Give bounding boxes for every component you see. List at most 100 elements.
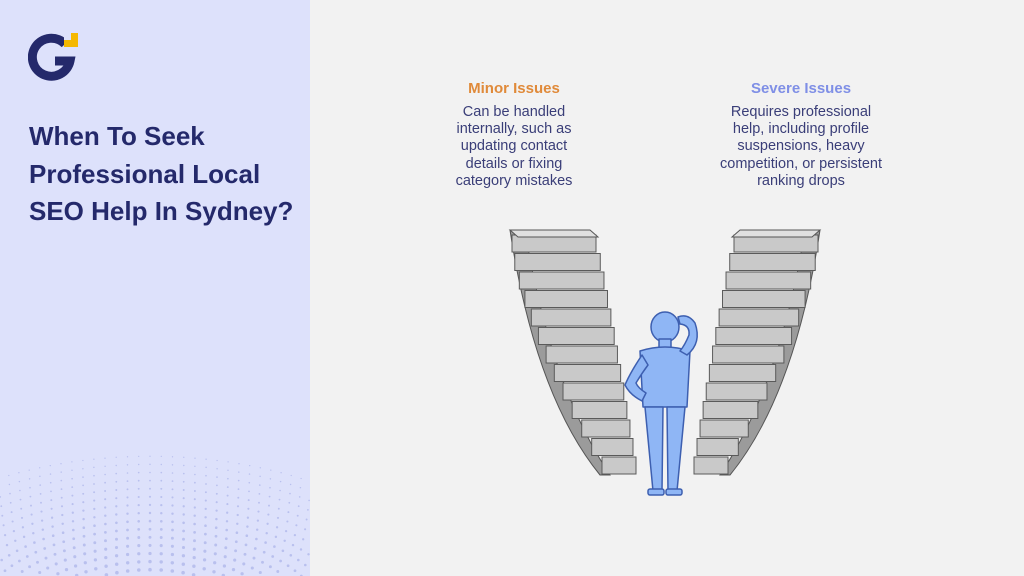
halftone-dot	[115, 521, 118, 525]
stair-step	[514, 253, 601, 271]
person-figure	[624, 311, 698, 496]
stair-step	[699, 419, 749, 438]
halftone-dot	[21, 526, 25, 529]
halftone-dot	[204, 524, 207, 527]
halftone-dot	[93, 466, 95, 469]
halftone-dot	[36, 560, 39, 564]
halftone-dot	[204, 516, 207, 519]
halftone-dot	[25, 555, 29, 558]
halftone-dot	[61, 531, 65, 534]
halftone-dot	[114, 562, 119, 566]
stair-step	[601, 456, 637, 475]
halftone-dot	[255, 528, 259, 531]
stair-step	[705, 382, 768, 401]
halftone-dot	[203, 549, 207, 553]
halftone-dot	[245, 534, 249, 537]
halftone-dot	[148, 535, 152, 539]
stair-step	[511, 234, 597, 253]
stair-step	[581, 419, 631, 438]
halftone-dot	[202, 567, 206, 571]
halftone-dot	[268, 504, 270, 507]
halftone-dot	[82, 501, 85, 504]
halftone-dot	[290, 474, 292, 477]
halftone-dot	[30, 513, 33, 516]
description-line: updating contact	[460, 138, 568, 155]
halftone-dot	[268, 565, 272, 569]
halftone-dot	[137, 511, 140, 515]
halftone-dot	[52, 543, 56, 547]
halftone-dot	[214, 534, 218, 538]
halftone-dot	[299, 486, 302, 489]
halftone-dot	[93, 491, 96, 494]
halftone-dot	[289, 492, 291, 495]
halftone-dot	[20, 516, 24, 519]
halftone-dot	[50, 499, 53, 502]
halftone-dot	[237, 479, 240, 482]
halftone-dot	[10, 564, 14, 568]
halftone-dot	[104, 498, 107, 501]
halftone-dot	[39, 467, 41, 469]
halftone-dot	[5, 543, 9, 547]
halftone-dot	[3, 533, 7, 537]
halftone-dot	[20, 507, 23, 510]
halftone-dot	[60, 496, 63, 499]
halftone-dot	[115, 570, 119, 575]
halftone-dot	[93, 507, 96, 511]
halftone-dot	[193, 531, 196, 534]
halftone-dot	[170, 536, 174, 540]
halftone-dot	[15, 549, 19, 553]
halftone-dot	[295, 524, 298, 527]
halftone-dot	[42, 537, 45, 541]
stair-step	[562, 382, 625, 401]
halftone-dot	[215, 492, 218, 495]
halftone-dot	[242, 562, 246, 566]
halftone-dot	[267, 513, 270, 516]
halftone-dot	[104, 564, 108, 568]
halftone-dot	[126, 544, 130, 548]
halftone-dot	[82, 459, 84, 462]
halftone-dot	[60, 479, 63, 482]
halftone-dot	[19, 498, 22, 501]
halftone-dot	[71, 461, 73, 463]
halftone-dot	[104, 547, 108, 551]
halftone-dot	[171, 512, 174, 515]
halftone-dot	[93, 549, 97, 553]
halftone-dot	[114, 545, 119, 550]
halftone-dot	[159, 552, 163, 556]
halftone-dot	[249, 464, 251, 467]
halftone-dot	[64, 567, 69, 572]
left-landing	[508, 229, 600, 238]
stair-step	[712, 345, 785, 364]
halftone-dot	[93, 483, 95, 485]
halftone-dot	[32, 531, 35, 535]
halftone-dot	[236, 513, 239, 517]
description-line: category mistakes	[455, 172, 573, 189]
stair-step	[524, 290, 608, 308]
halftone-dot	[8, 474, 10, 477]
halftone-dot	[214, 526, 218, 529]
halftone-dot	[213, 552, 217, 556]
stair-step	[722, 290, 806, 308]
halftone-dot	[171, 496, 174, 499]
halftone-dot	[62, 549, 66, 553]
halftone-dot	[258, 570, 262, 575]
halftone-dot	[126, 496, 129, 499]
halftone-dot	[275, 526, 279, 529]
description-line: internally, such as	[456, 121, 572, 138]
halftone-dot	[255, 537, 258, 541]
halftone-dot	[247, 507, 250, 510]
halftone-dot	[149, 463, 151, 466]
halftone-dot	[40, 519, 44, 522]
halftone-dot	[82, 543, 86, 547]
halftone-dot	[192, 555, 196, 560]
halftone-dot	[159, 536, 163, 539]
halftone-dot	[289, 554, 293, 557]
halftone-dot	[126, 512, 129, 515]
halftone-dot	[296, 514, 299, 517]
description-line: help, including profile	[732, 121, 870, 138]
halftone-dot	[236, 522, 239, 526]
halftone-dot	[216, 484, 218, 487]
halftone-dot	[82, 509, 85, 512]
halftone-dot	[137, 503, 140, 507]
halftone-dot	[137, 560, 141, 564]
